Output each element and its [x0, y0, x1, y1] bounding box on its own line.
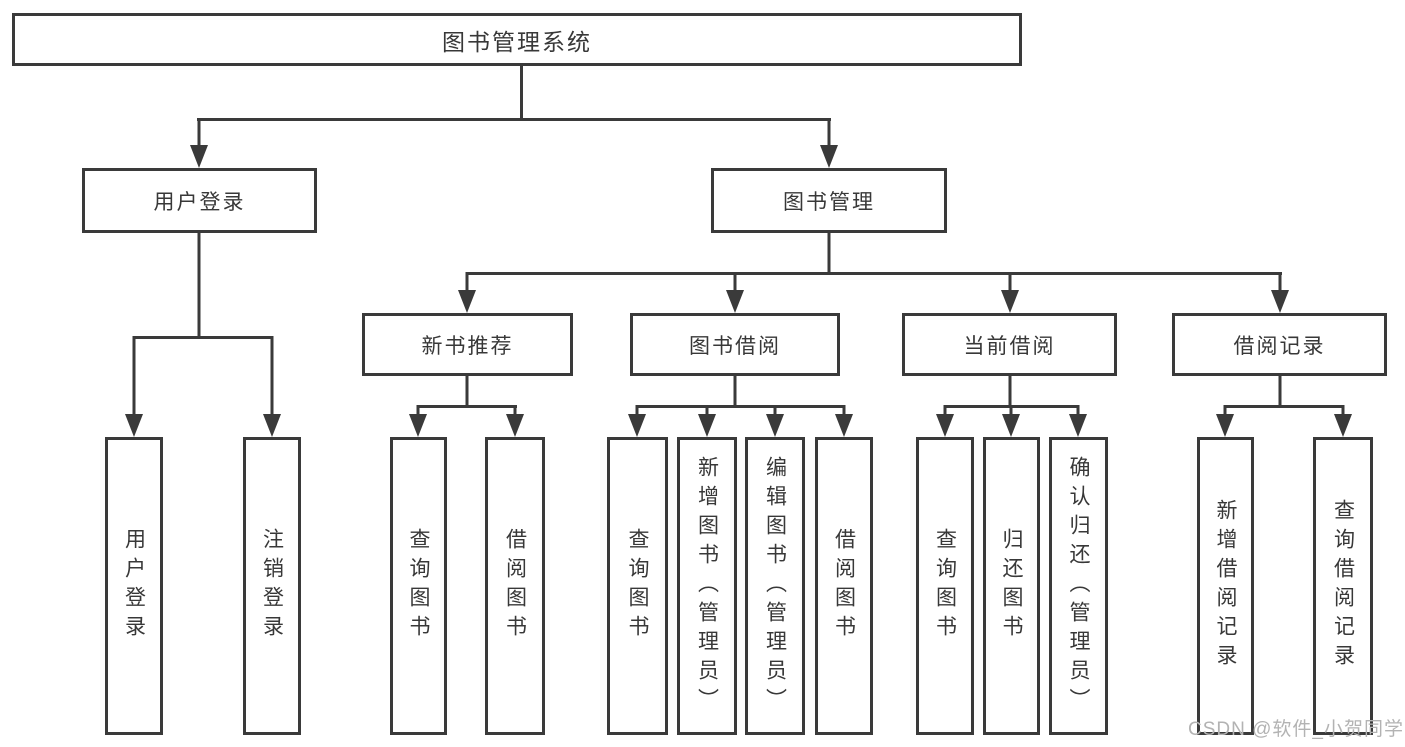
node-borrow-records: 借阅记录 — [1172, 313, 1387, 376]
leaf-return-book: 归还图书 — [983, 437, 1040, 735]
leaf-borrow-book-newrec: 借阅图书 — [485, 437, 545, 735]
leaf-add-borrow-record: 新增借阅记录 — [1197, 437, 1254, 735]
node-user-login: 用户登录 — [82, 168, 317, 233]
leaf-query-book-current: 查询图书 — [916, 437, 974, 735]
node-book-management: 图书管理 — [711, 168, 947, 233]
leaf-add-book-admin: 新增图书（管理员） — [677, 437, 737, 735]
leaf-logout: 注销登录 — [243, 437, 301, 735]
leaf-user-login: 用户登录 — [105, 437, 163, 735]
leaf-confirm-return-admin: 确认归还（管理员） — [1049, 437, 1108, 735]
node-new-book-recommend: 新书推荐 — [362, 313, 573, 376]
leaf-query-book-borrow: 查询图书 — [607, 437, 668, 735]
leaf-query-borrow-record: 查询借阅记录 — [1313, 437, 1373, 735]
leaf-borrow-book: 借阅图书 — [815, 437, 873, 735]
leaf-edit-book-admin: 编辑图书（管理员） — [745, 437, 805, 735]
node-book-borrow: 图书借阅 — [630, 313, 840, 376]
leaf-query-book-newrec: 查询图书 — [390, 437, 447, 735]
node-current-borrow: 当前借阅 — [902, 313, 1117, 376]
watermark-text: CSDN @软件_小贺同学 — [1188, 719, 1404, 740]
node-root: 图书管理系统 — [12, 13, 1022, 66]
